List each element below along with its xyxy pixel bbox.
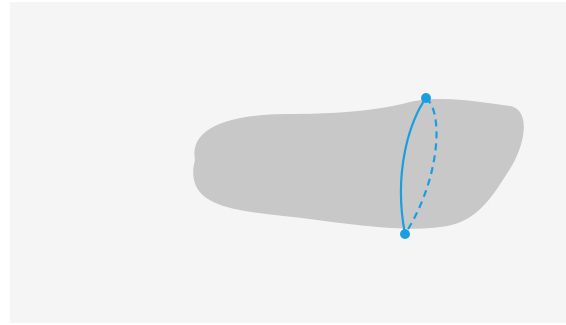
bottom-point — [400, 229, 410, 239]
blob-shape — [193, 99, 524, 229]
diagram-svg — [10, 2, 566, 323]
top-point — [421, 93, 431, 103]
diagram-canvas — [10, 2, 566, 323]
